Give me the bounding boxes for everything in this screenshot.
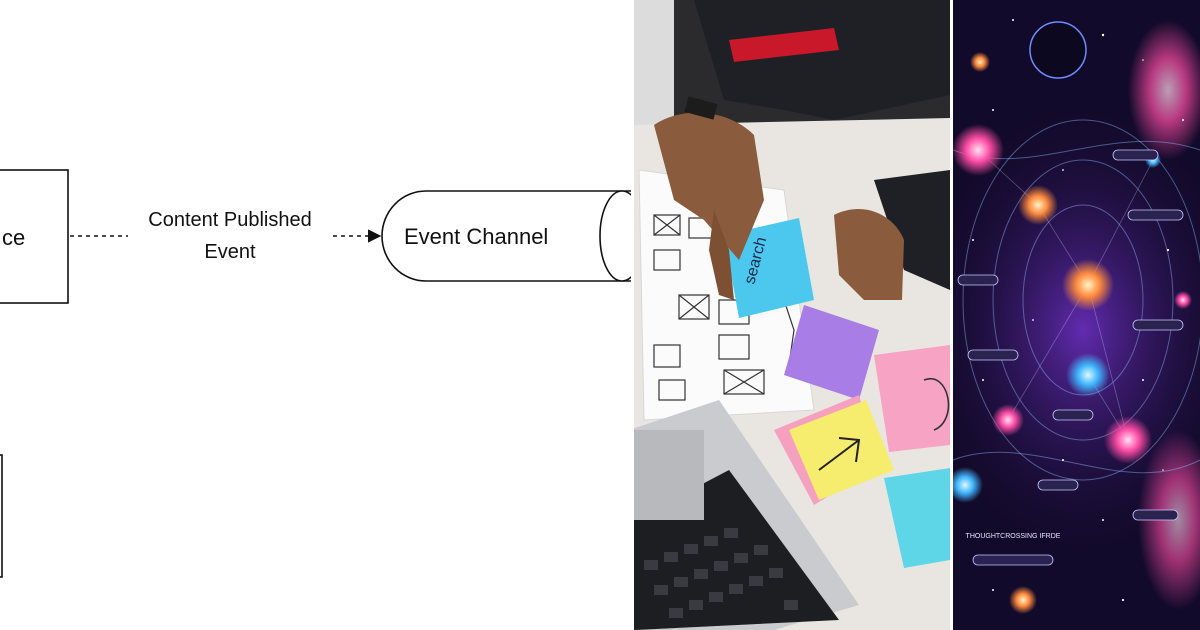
arrow-doodle-icon bbox=[818, 437, 861, 471]
wireframe-sketches bbox=[653, 214, 795, 401]
node-blue-center bbox=[1066, 353, 1110, 397]
node-pink-left bbox=[992, 404, 1024, 436]
planet-dark bbox=[1029, 21, 1087, 79]
laptop-trackpad bbox=[634, 430, 704, 520]
photo-panel: search bbox=[634, 0, 950, 630]
hand-left bbox=[654, 112, 764, 260]
event-channel-cap bbox=[599, 190, 634, 282]
space-caption: THOUGHTCROSSING IFRDE bbox=[966, 533, 1061, 540]
event-channel-label: Event Channel bbox=[404, 224, 548, 249]
node-small-pink bbox=[1174, 291, 1192, 309]
hand-right bbox=[834, 209, 904, 300]
panel-divider-2 bbox=[950, 0, 953, 630]
stars bbox=[972, 19, 1184, 602]
star-bright bbox=[970, 52, 990, 72]
sticky-note-pink-doodle bbox=[923, 377, 950, 431]
space-panel: THOUGHTCROSSING IFRDE bbox=[953, 0, 1200, 630]
node-orange-center bbox=[1062, 259, 1114, 311]
service-box bbox=[0, 169, 69, 304]
sticky-note-pink bbox=[874, 345, 950, 452]
person-sleeve-right bbox=[874, 170, 950, 290]
sticky-note-cyan bbox=[884, 468, 950, 568]
sticky-note-yellow bbox=[789, 400, 894, 500]
panel-divider bbox=[631, 0, 634, 630]
lower-box-fragment bbox=[0, 454, 3, 578]
photo-illustration: search bbox=[634, 0, 950, 630]
event-channel-body bbox=[381, 190, 634, 282]
person-sleeve bbox=[694, 0, 950, 120]
laptop-keys bbox=[644, 528, 798, 618]
galaxy-top-right bbox=[1128, 20, 1200, 160]
node-pink-large bbox=[953, 124, 1004, 176]
label-pills bbox=[957, 149, 1184, 566]
edge-label-line2: Event bbox=[204, 241, 256, 263]
sleeve-stripe bbox=[729, 28, 839, 62]
diagram-panel: ce Content Published Event Event Channel bbox=[0, 169, 634, 578]
wristwatch bbox=[684, 96, 718, 120]
service-box-label: ce bbox=[2, 225, 25, 250]
edge-label-line1: Content Published bbox=[148, 209, 311, 231]
node-bottom bbox=[1009, 586, 1037, 614]
sticky-note-purple bbox=[784, 305, 879, 400]
photo-wall bbox=[634, 0, 674, 125]
event-channel-node: Event Channel bbox=[381, 190, 634, 282]
space-illustration: THOUGHTCROSSING IFRDE bbox=[953, 0, 1200, 630]
node-orange bbox=[1018, 185, 1058, 225]
hand-left-finger bbox=[709, 210, 734, 300]
diagram-canvas: ce Content Published Event Event Channel bbox=[0, 169, 634, 578]
node-blue-left bbox=[953, 467, 983, 503]
sticky-note-blue bbox=[724, 218, 814, 318]
node-pink-right bbox=[1104, 416, 1152, 464]
